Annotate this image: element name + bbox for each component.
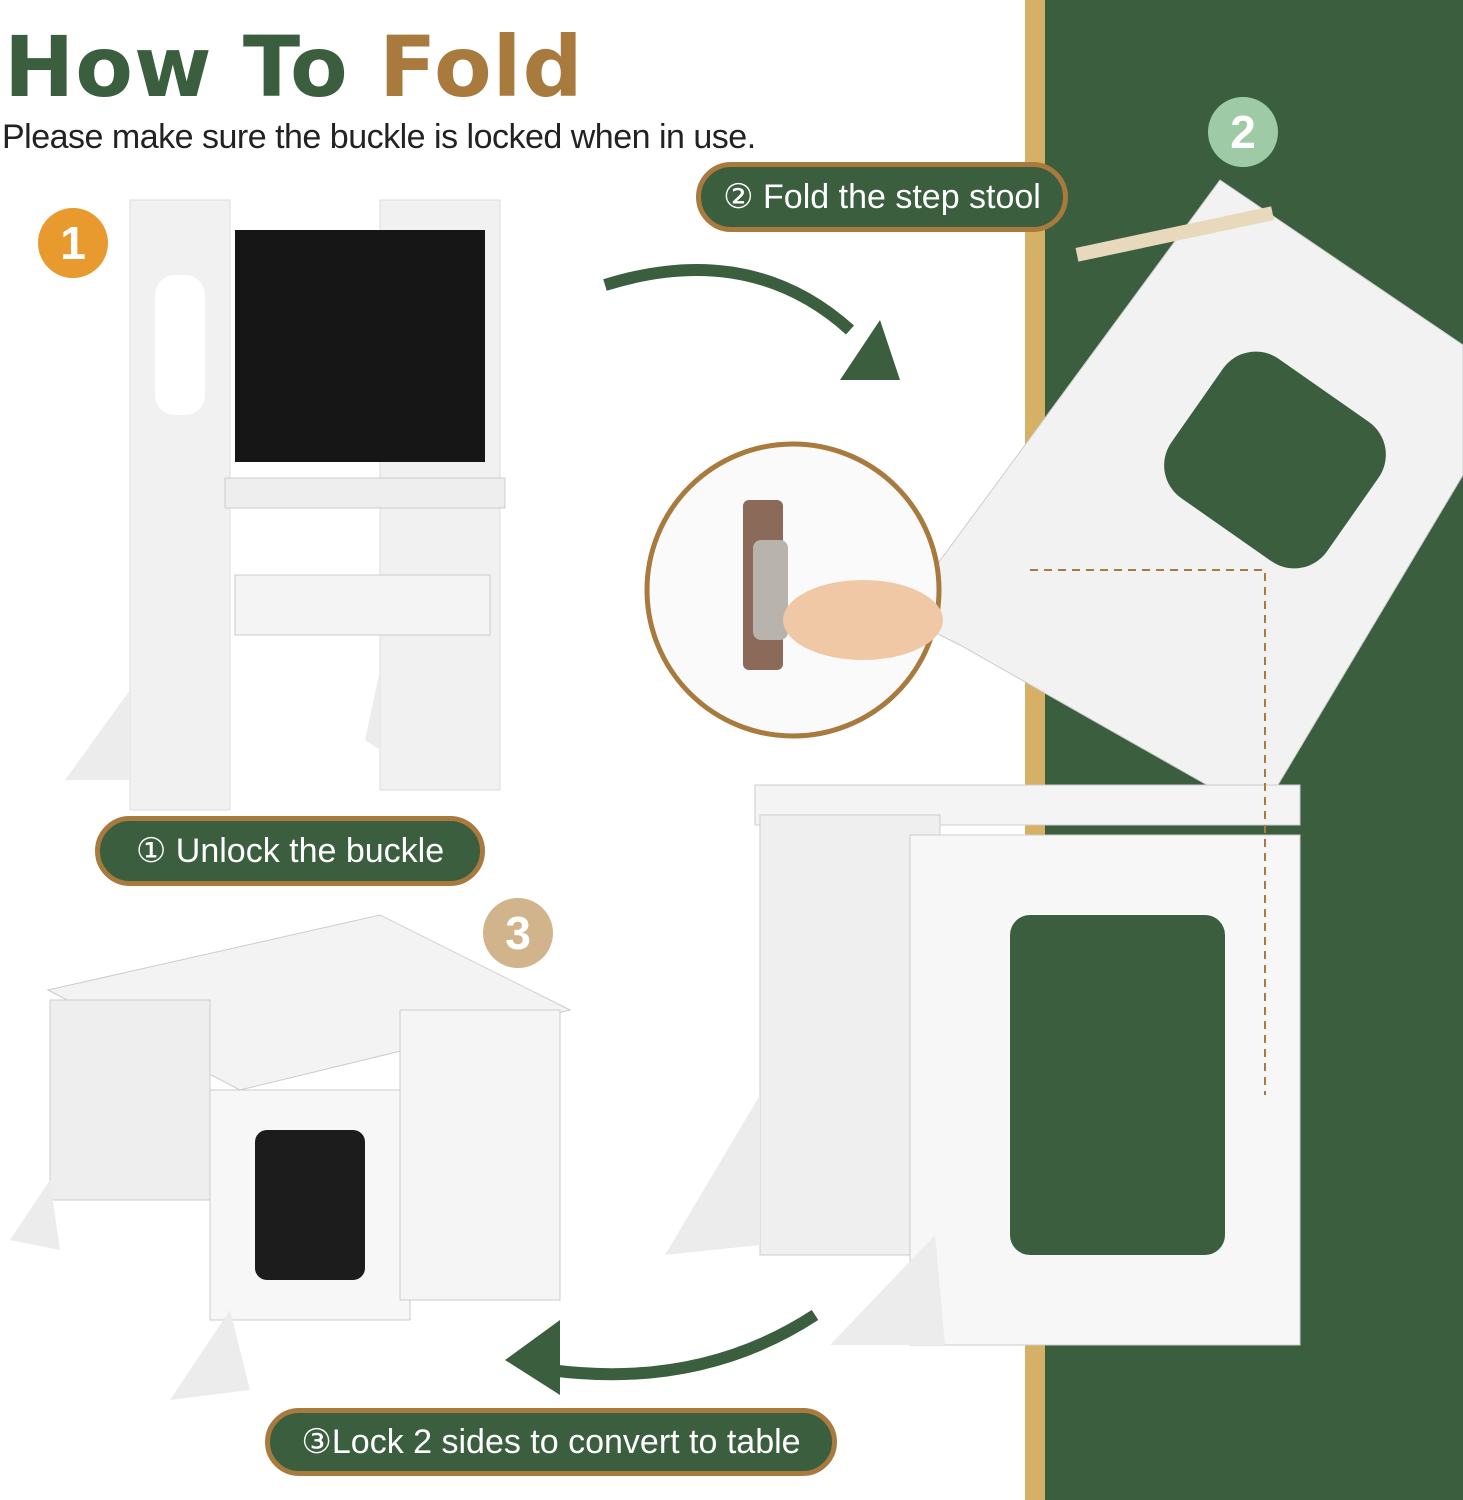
step-1-label: ① Unlock the buckle — [95, 816, 485, 886]
step-1-badge: 1 — [38, 208, 108, 278]
step-3-badge: 3 — [483, 898, 553, 968]
page-title: How To Fold — [4, 18, 584, 116]
buckle-closeup-image — [644, 441, 943, 739]
arrow-icon — [603, 264, 900, 380]
step-2-label: ② Fold the step stool — [696, 162, 1068, 232]
arrow-icon — [505, 1310, 819, 1395]
step-2-badge: 2 — [1208, 97, 1278, 167]
folding-stool-image — [665, 179, 1463, 1346]
subtitle: Please make sure the buckle is locked wh… — [2, 118, 756, 156]
step-3-label: ③Lock 2 sides to convert to table — [265, 1408, 837, 1476]
learning-tower-image — [65, 199, 506, 811]
table-mode-image — [10, 914, 572, 1400]
